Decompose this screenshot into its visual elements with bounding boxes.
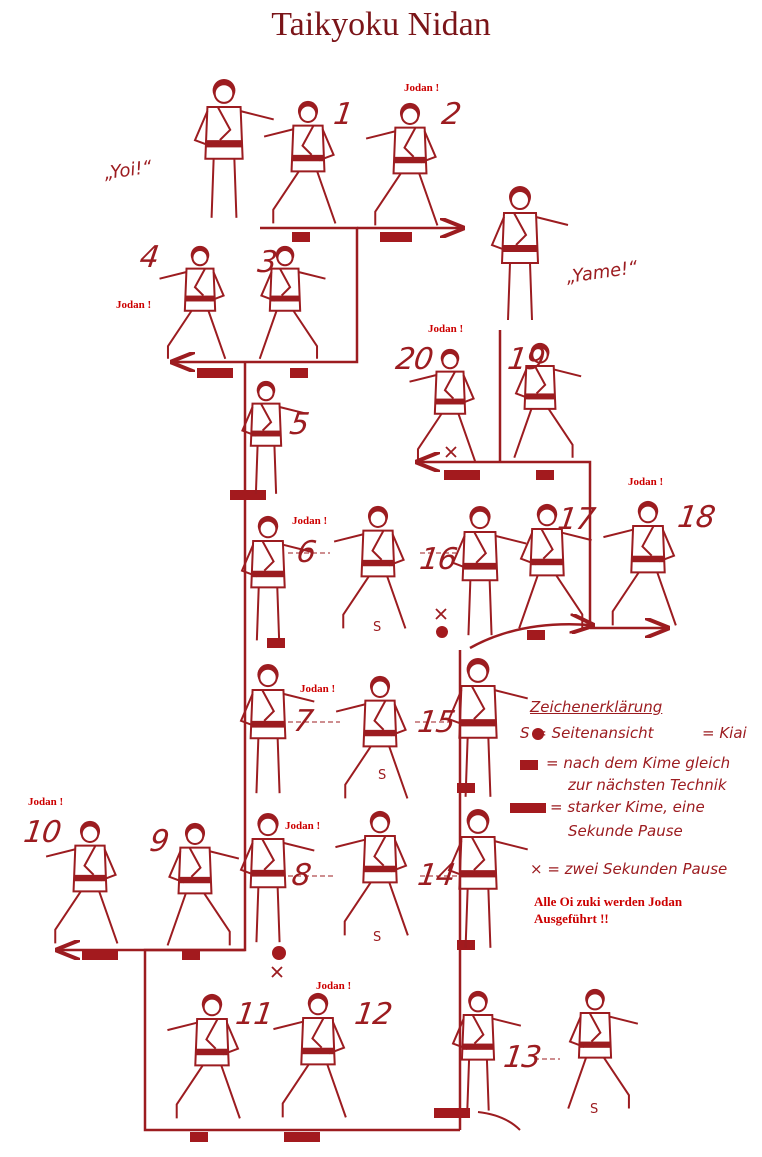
kime-bar	[82, 950, 118, 960]
kime-bar	[230, 490, 266, 500]
side-view-mark-13: S	[590, 1102, 599, 1117]
karateka-figure	[603, 500, 677, 626]
karateka-figure	[451, 990, 522, 1111]
step-number-13: 13	[501, 1040, 543, 1075]
kime-bar	[536, 470, 554, 480]
step-number-16: 16	[417, 542, 459, 577]
jodan-label-4: Jodan !	[116, 299, 152, 311]
jodan-note-line1: Alle Oi zuki werden Jodan	[534, 894, 683, 909]
karateka-figure	[451, 505, 527, 636]
pause-cross	[445, 446, 457, 458]
jodan-label-8: Jodan !	[285, 820, 321, 832]
jodan-label-2: Jodan !	[404, 82, 440, 94]
karateka-figure	[239, 663, 315, 794]
kime-bar	[444, 470, 480, 480]
legend-long-kime-1: = starker Kime, eine	[550, 798, 705, 816]
legend-kiai: = Kiai	[702, 724, 747, 742]
step-number-12: 12	[352, 997, 394, 1032]
karateka-figure	[513, 342, 582, 459]
pause-cross	[435, 608, 447, 620]
jodan-label-18: Jodan !	[628, 476, 664, 488]
karateka-figure	[518, 503, 592, 629]
karateka-figure	[333, 505, 407, 629]
step-number-19: 19	[505, 342, 547, 377]
karateka-figure	[447, 658, 528, 797]
kime-bar	[190, 1132, 208, 1142]
curve-arrow	[469, 624, 590, 650]
legend-two-second-pause: × = zwei Sekunden Pause	[530, 860, 728, 878]
side-view-mark-15: S	[378, 768, 387, 783]
karateka-figure	[258, 245, 326, 360]
jodan-note-line2: Ausgeführt !!	[534, 911, 609, 926]
step-number-14: 14	[415, 858, 457, 893]
kime-bar	[292, 232, 310, 242]
kime-bar	[380, 232, 412, 242]
legend-long-kime-2: Sekunde Pause	[568, 822, 683, 840]
jodan-note: Alle Oi zuki werden Jodan Ausgeführt !!	[534, 893, 682, 927]
embusen-line	[245, 226, 359, 364]
jodan-label-6: Jodan !	[292, 515, 328, 527]
legend-side-view: S = Seitenansicht	[520, 724, 654, 742]
step-number-11: 11	[233, 997, 275, 1032]
step-number-10: 10	[21, 815, 63, 850]
legend-short-kime-1: = nach dem Kime gleich	[546, 754, 731, 772]
legend-short-kime-2: zur nächsten Technik	[568, 776, 727, 794]
curve-arrow	[477, 1111, 521, 1131]
karateka-figure	[263, 100, 337, 224]
jodan-label-10: Jodan !	[28, 796, 64, 808]
kime-bar	[267, 638, 285, 648]
kiai-dot	[532, 728, 544, 740]
kime-bar	[520, 760, 538, 770]
karateka-figure	[365, 102, 439, 226]
kime-bar	[197, 368, 233, 378]
jodan-label-7: Jodan !	[300, 683, 336, 695]
karateka-figure	[567, 988, 639, 1109]
kime-bar	[527, 630, 545, 640]
kime-bar	[510, 803, 546, 813]
side-view-mark-14: S	[373, 930, 382, 945]
step-number-18: 18	[675, 500, 717, 535]
karateka-figure	[240, 515, 313, 641]
karateka-figure	[159, 245, 227, 360]
karateka-figure	[447, 809, 528, 948]
karateka-figure	[45, 820, 119, 944]
kime-bar	[290, 368, 308, 378]
jodan-label-12: Jodan !	[316, 980, 352, 992]
jodan-label-20: Jodan !	[428, 323, 464, 335]
legend-title: Zeichenerklärung	[530, 698, 663, 716]
kiai-dot	[436, 626, 448, 638]
embusen-line	[457, 460, 592, 628]
kiai-dot	[272, 946, 286, 960]
karateka-figure	[193, 79, 274, 218]
kime-bar	[284, 1132, 320, 1142]
pause-cross	[271, 966, 283, 978]
karateka-figure	[166, 822, 240, 946]
karateka-figure	[239, 812, 315, 943]
karateka-figure	[241, 380, 307, 494]
karateka-figure	[409, 348, 477, 463]
step-number-17: 17	[555, 502, 597, 537]
kime-bar	[434, 1108, 470, 1118]
karateka-figure	[335, 675, 409, 799]
side-view-mark-16: S	[373, 620, 382, 635]
step-number-15: 15	[415, 705, 457, 740]
kime-bar	[182, 950, 200, 960]
karateka-figure	[490, 186, 569, 321]
page-title: Taikyoku Nidan	[271, 6, 491, 43]
karateka-figure	[273, 992, 347, 1118]
karateka-figure	[167, 993, 241, 1119]
karateka-figure	[335, 810, 409, 936]
step-number-20: 20	[393, 342, 435, 377]
